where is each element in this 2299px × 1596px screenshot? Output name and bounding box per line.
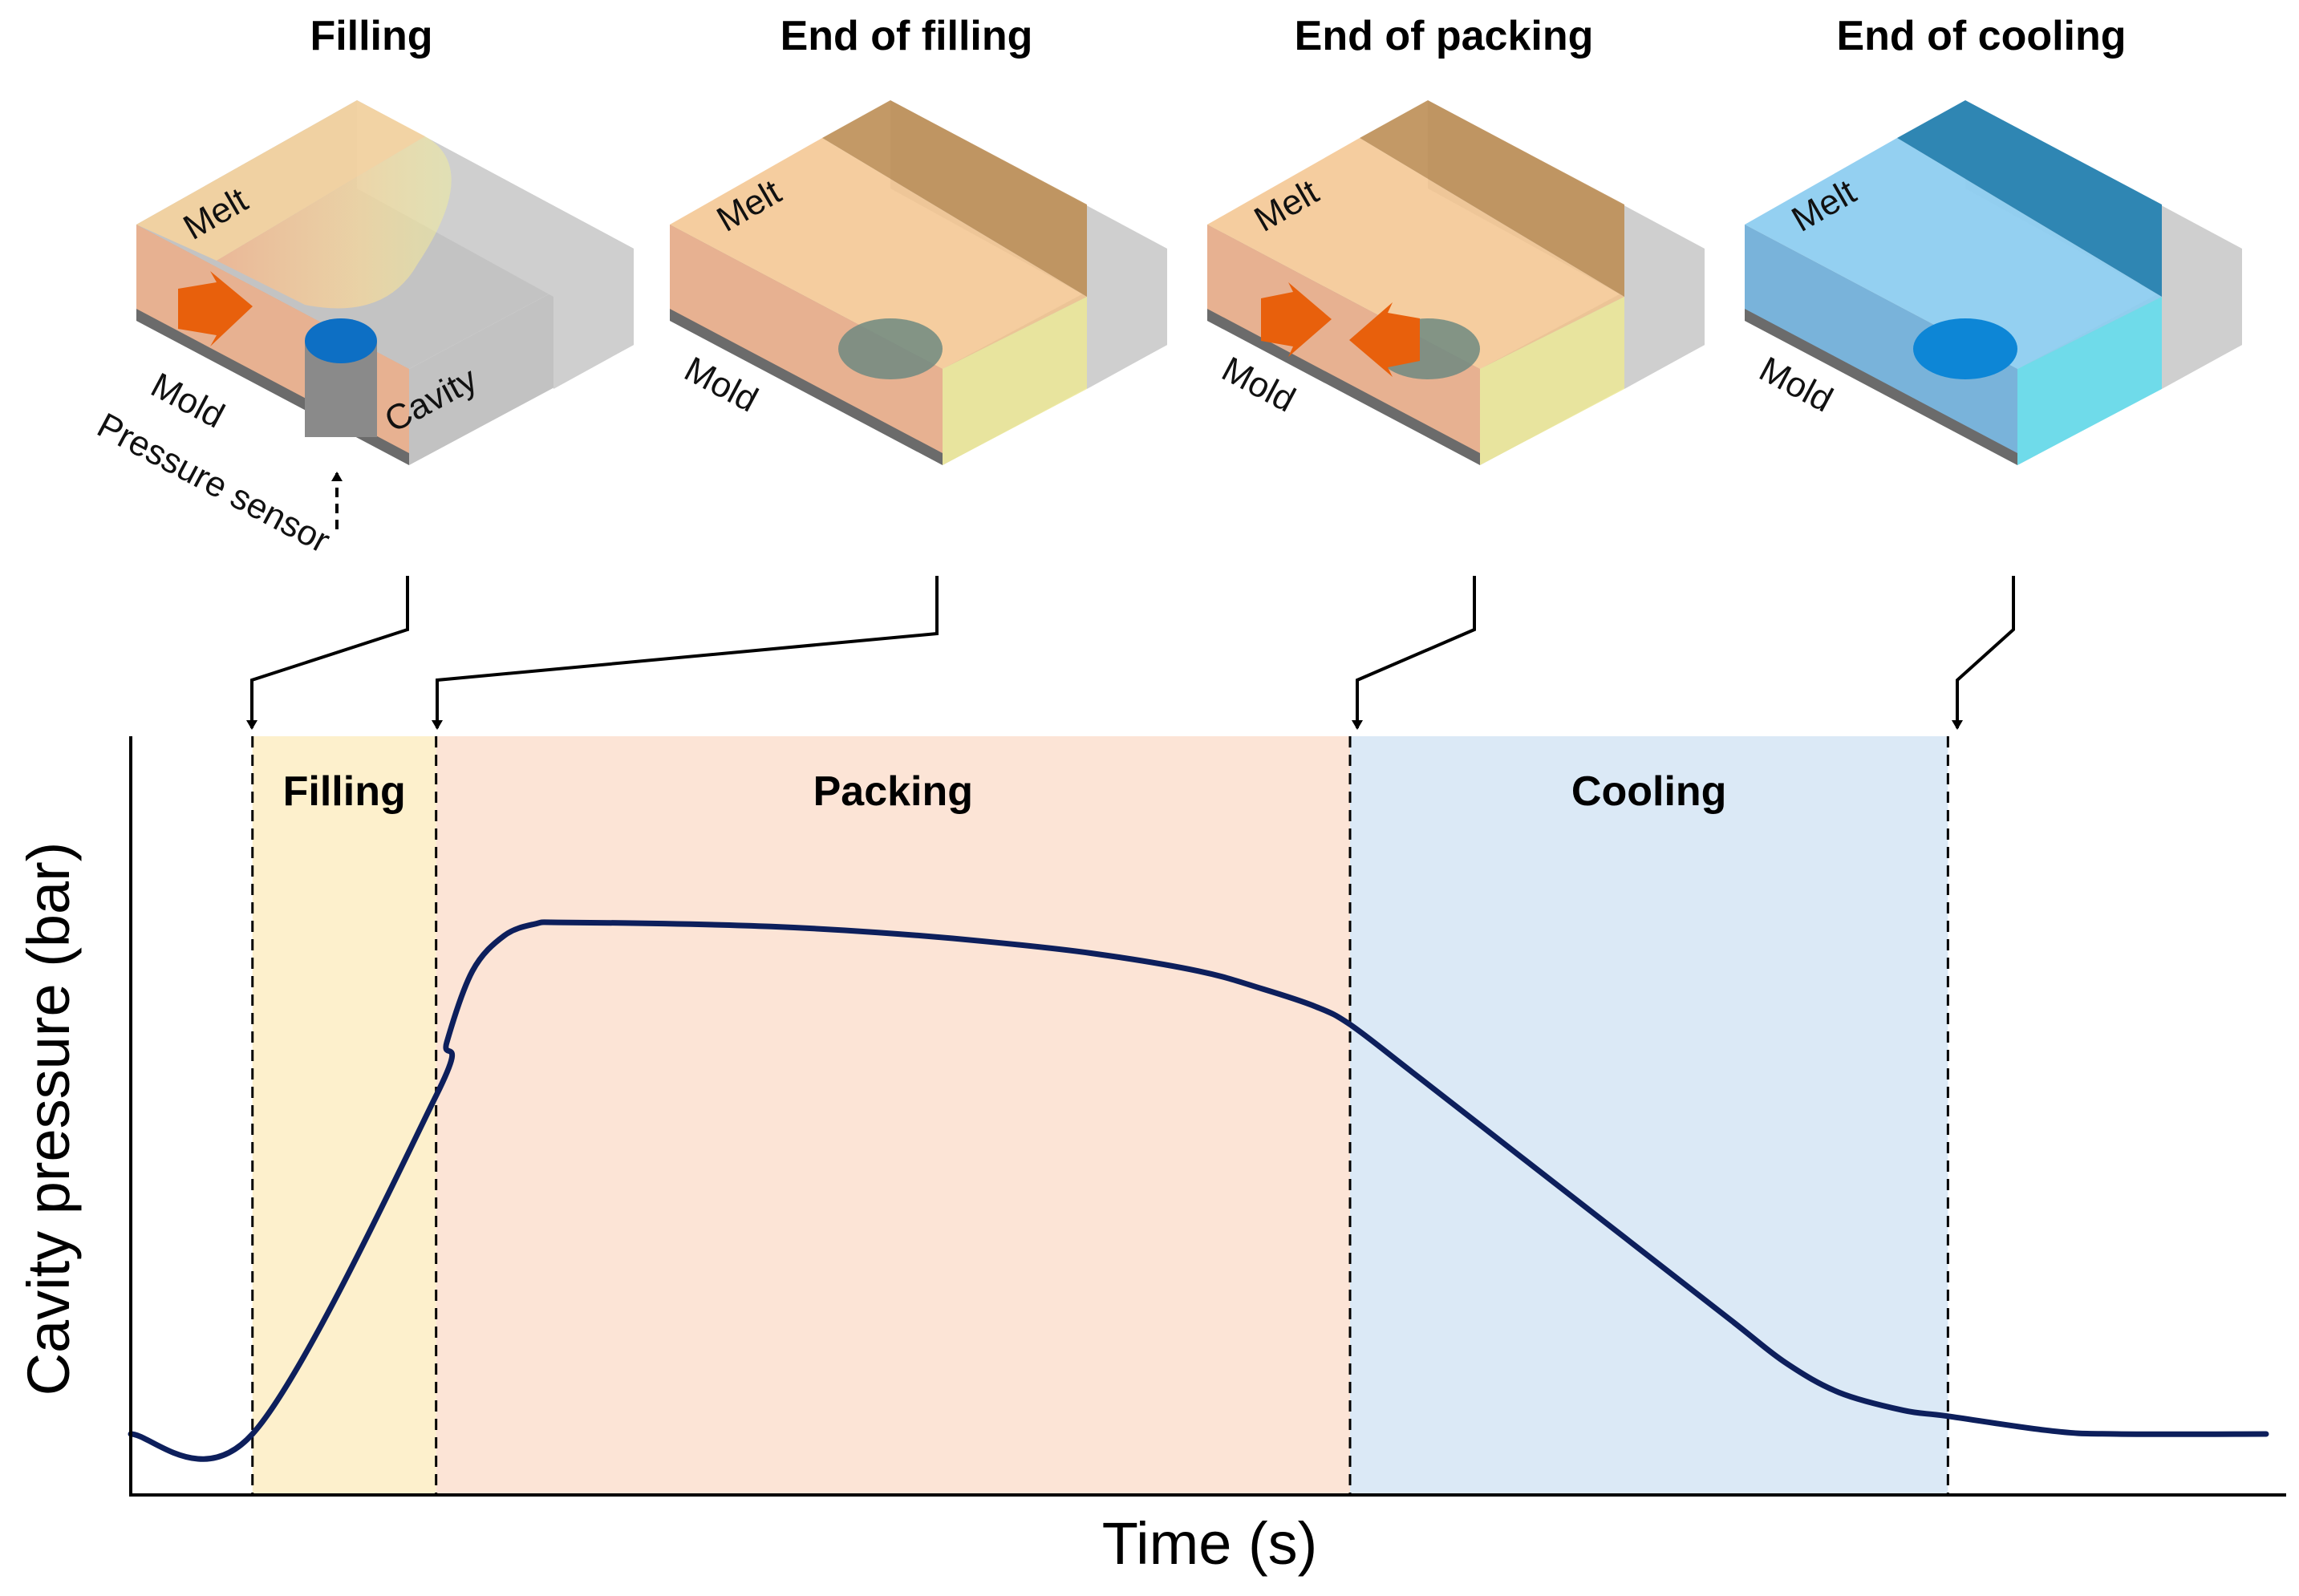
pressure-sensor-face bbox=[1913, 318, 2017, 379]
y-axis-label: Cavity pressure (bar) bbox=[15, 842, 82, 1396]
mold-box-end-of-cooling: Melt Mold bbox=[1745, 100, 2242, 465]
pack-arrow-right-icon bbox=[1261, 282, 1332, 357]
pressure-sensor-face bbox=[838, 318, 943, 379]
connector-end-of-cooling bbox=[1952, 576, 2015, 730]
stage-title-end-of-filling: End of filling bbox=[781, 13, 1033, 59]
phase-labels: Filling Packing Cooling bbox=[283, 768, 1727, 815]
connector-filling bbox=[246, 576, 409, 730]
cavity-pressure-curve bbox=[128, 919, 2269, 1462]
stage-title-end-of-packing: End of packing bbox=[1295, 13, 1594, 59]
phase-band-packing bbox=[436, 736, 1351, 1495]
mold-box-end-of-filling: Melt Mold bbox=[670, 100, 1167, 465]
pressure-sensor-face bbox=[305, 318, 377, 363]
phase-band-filling bbox=[252, 736, 436, 1495]
stage-title-end-of-cooling: End of cooling bbox=[1836, 13, 2126, 59]
phase-label-cooling: Cooling bbox=[1571, 768, 1727, 815]
phase-label-packing: Packing bbox=[813, 768, 973, 815]
stage-title-filling: Filling bbox=[310, 13, 432, 59]
melt-flow-arrow-icon bbox=[178, 271, 253, 346]
pack-arrow-left-icon bbox=[1349, 302, 1420, 377]
x-axis-label: Time (s) bbox=[1102, 1510, 1318, 1577]
phase-boundary-lines bbox=[251, 736, 1949, 1495]
phase-label-filling: Filling bbox=[283, 768, 406, 815]
stage-connectors bbox=[246, 576, 2015, 730]
connector-end-of-filling bbox=[432, 576, 939, 730]
pressure-chart: Filling Packing Cooling Time (s) Cavity pr… bbox=[15, 736, 2286, 1577]
mold-box-filling: Melt Mold Cavity Pressure sensor bbox=[91, 100, 634, 561]
mold-box-end-of-packing: Melt Mold bbox=[1207, 100, 1705, 465]
phase-band-cooling bbox=[1350, 736, 1948, 1495]
phase-bands bbox=[252, 736, 1948, 1495]
mold-label-1: Mold bbox=[144, 366, 230, 436]
connector-end-of-packing bbox=[1352, 576, 1476, 730]
